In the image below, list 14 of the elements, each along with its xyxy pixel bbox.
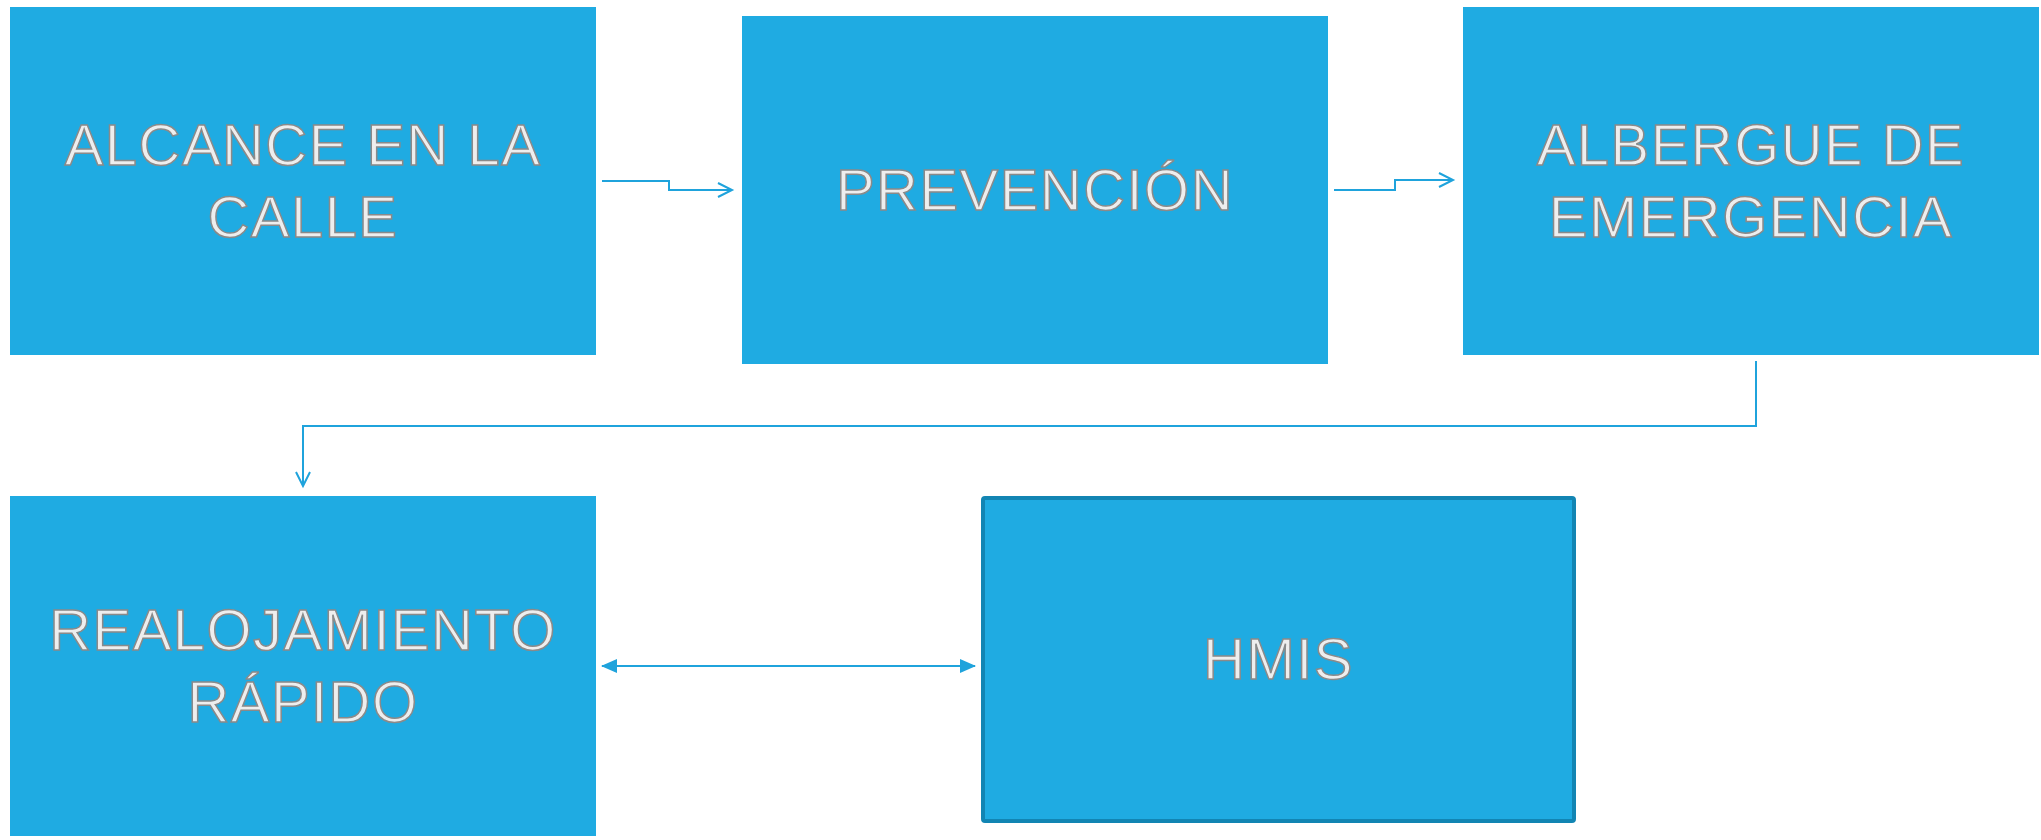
process-box [1463, 7, 2039, 355]
arrow [1333, 172, 1454, 191]
box-label: PREVENCIÓN [836, 155, 1234, 224]
arrow [601, 659, 976, 673]
process-box [10, 496, 596, 836]
process-box [742, 16, 1328, 364]
arrow [295, 360, 1757, 487]
box-label: REALOJAMIENTO RÁPIDO [48, 595, 558, 736]
arrow [601, 180, 733, 198]
process-box [10, 7, 596, 355]
box-label: HMIS [1203, 625, 1354, 694]
process-box [981, 496, 1576, 823]
box-label: ALCANCE EN LA CALLE [63, 110, 543, 251]
box-label: ALBERGUE DE EMERGENCIA [1535, 110, 1967, 251]
